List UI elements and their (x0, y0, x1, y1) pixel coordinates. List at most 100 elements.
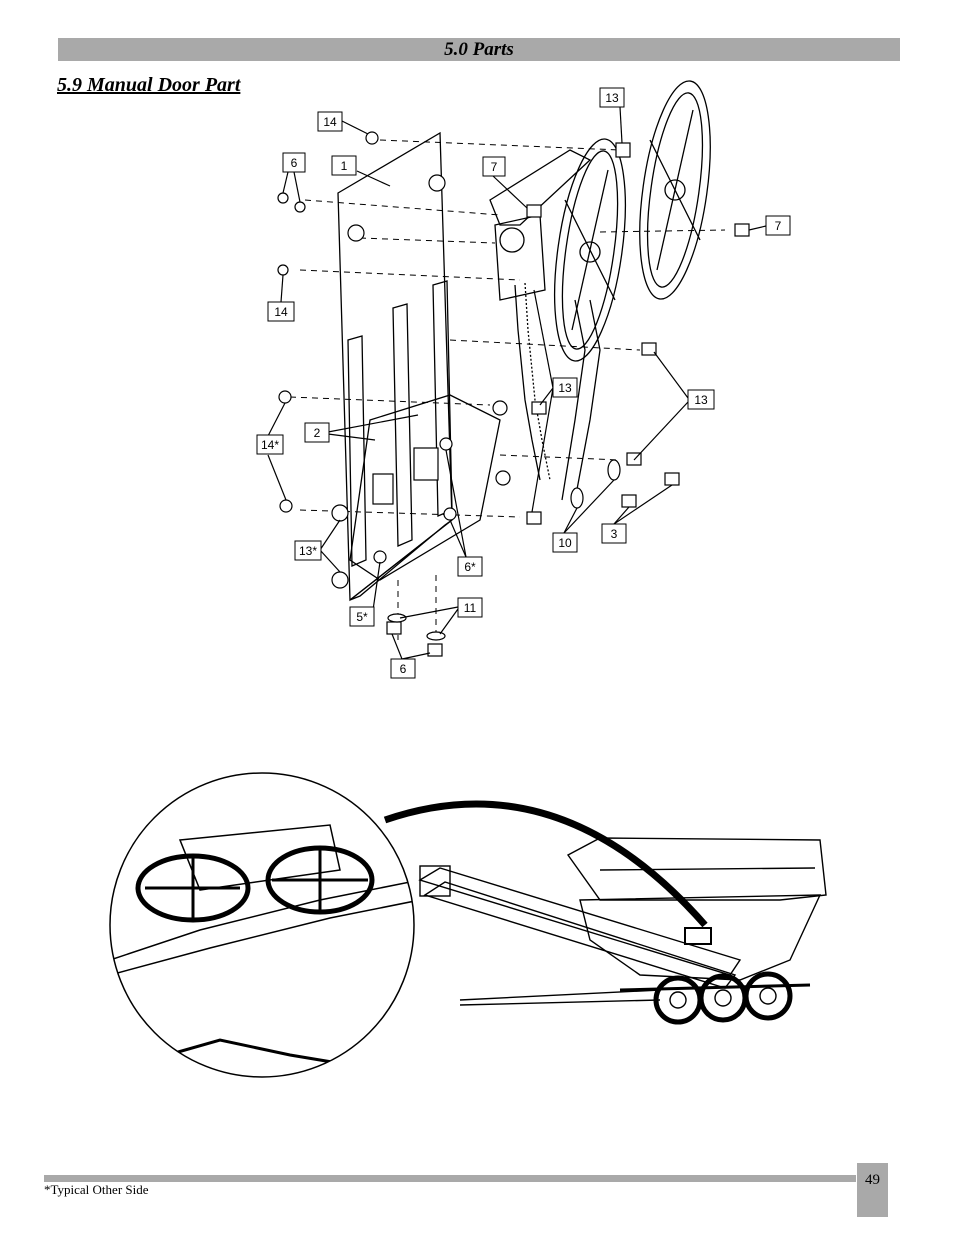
nut (443, 507, 457, 521)
callout-label: 7 (775, 219, 782, 233)
drive-gear (499, 227, 525, 253)
callout-box (349, 606, 375, 627)
callout-box (765, 215, 791, 236)
page-number: 49 (865, 1172, 880, 1188)
nut (427, 643, 443, 657)
leader-line (327, 414, 419, 433)
callout-label: 1 (341, 159, 348, 173)
gear-rack (514, 284, 541, 481)
callout-box (331, 155, 357, 176)
leader-line (391, 633, 403, 660)
inset-handwheel-left (135, 853, 251, 923)
cart-wheel-hub (669, 991, 687, 1009)
auger-tube-lower (423, 881, 737, 989)
leader-line (531, 387, 554, 513)
nut (277, 264, 289, 276)
leader-line (439, 608, 459, 635)
callout-box (294, 540, 322, 561)
explode-line (299, 269, 521, 281)
cart-tongue (459, 999, 661, 1006)
stop-block (413, 447, 439, 481)
callout-box (282, 152, 306, 173)
leader-line (563, 507, 578, 534)
nut (279, 499, 293, 513)
explode-line (599, 229, 726, 233)
callout-box (552, 377, 578, 398)
leader-line (267, 402, 286, 437)
callout-label: 7 (491, 160, 498, 174)
washer (607, 459, 621, 481)
leader-line (267, 454, 287, 501)
cart-wheel-hub (759, 987, 777, 1005)
cart-wheel (653, 975, 703, 1025)
leader-line (492, 175, 528, 209)
leader-line (327, 433, 376, 441)
nut (386, 621, 402, 635)
cart-handwheel-location (684, 927, 712, 945)
door-plate-edge (349, 519, 453, 601)
callout-label: 10 (558, 536, 572, 550)
leader-line (293, 171, 301, 203)
link-arm-inner (561, 299, 586, 501)
nut (277, 192, 289, 204)
bushing (347, 224, 365, 242)
footer-note: *Typical Other Side (44, 1182, 149, 1197)
bolt-head (641, 342, 657, 356)
bolt-head (734, 223, 750, 237)
callout-label: 13 (694, 393, 708, 407)
explode-line (449, 339, 641, 351)
washer (570, 487, 584, 509)
section-header-bar: 5.0 Parts (58, 38, 900, 61)
slide-plate (349, 394, 501, 581)
cart-wheel-hub (714, 989, 732, 1007)
guide-rail-left (347, 335, 367, 567)
leader-line (619, 106, 623, 144)
callout-box (687, 389, 715, 410)
bolt-head (531, 401, 547, 415)
grain-cart-illustration (418, 837, 827, 1025)
handwheel-rear-hub (664, 179, 686, 201)
detail-connector-arc (383, 800, 708, 928)
leader-line (280, 274, 284, 303)
bolt-head (526, 511, 542, 525)
leader-line (633, 401, 689, 461)
cart-wheel (743, 971, 793, 1021)
callout-box (304, 422, 330, 443)
callout-label: 14 (274, 305, 288, 319)
leader-line (533, 289, 554, 389)
leader-line (319, 549, 341, 573)
callout-label: 5* (356, 610, 368, 624)
callout-label: 6 (291, 156, 298, 170)
leader-line (356, 170, 391, 187)
leader-line (563, 479, 615, 534)
spacer (331, 571, 349, 589)
nut (365, 131, 379, 145)
inset-handwheel-right (265, 845, 375, 915)
washer (426, 631, 446, 641)
nut (294, 201, 306, 213)
page-number-box: 49 (857, 1163, 888, 1217)
bushing (428, 174, 446, 192)
callout-label: 13 (605, 91, 619, 105)
explode-line (289, 396, 491, 406)
leader-line (282, 171, 289, 194)
handwheel-front (554, 138, 626, 362)
callout-label: 6 (400, 662, 407, 676)
gear-rack-edge (524, 282, 551, 481)
spacer (331, 504, 349, 522)
stop-block (372, 473, 394, 505)
pin (492, 400, 508, 416)
bolt-head (664, 472, 680, 486)
cart-frame (619, 983, 811, 992)
auger-spout (419, 865, 451, 897)
handwheel-front-hub (579, 241, 601, 263)
link-arm (574, 299, 601, 501)
cart-hopper-line (599, 867, 816, 871)
washer (387, 613, 407, 623)
cart-tongue (459, 989, 661, 1001)
callout-label: 11 (464, 601, 477, 615)
callout-box (599, 87, 625, 108)
detail-inset (109, 772, 708, 1078)
nut (439, 437, 453, 451)
callout-label: 13 (558, 381, 572, 395)
